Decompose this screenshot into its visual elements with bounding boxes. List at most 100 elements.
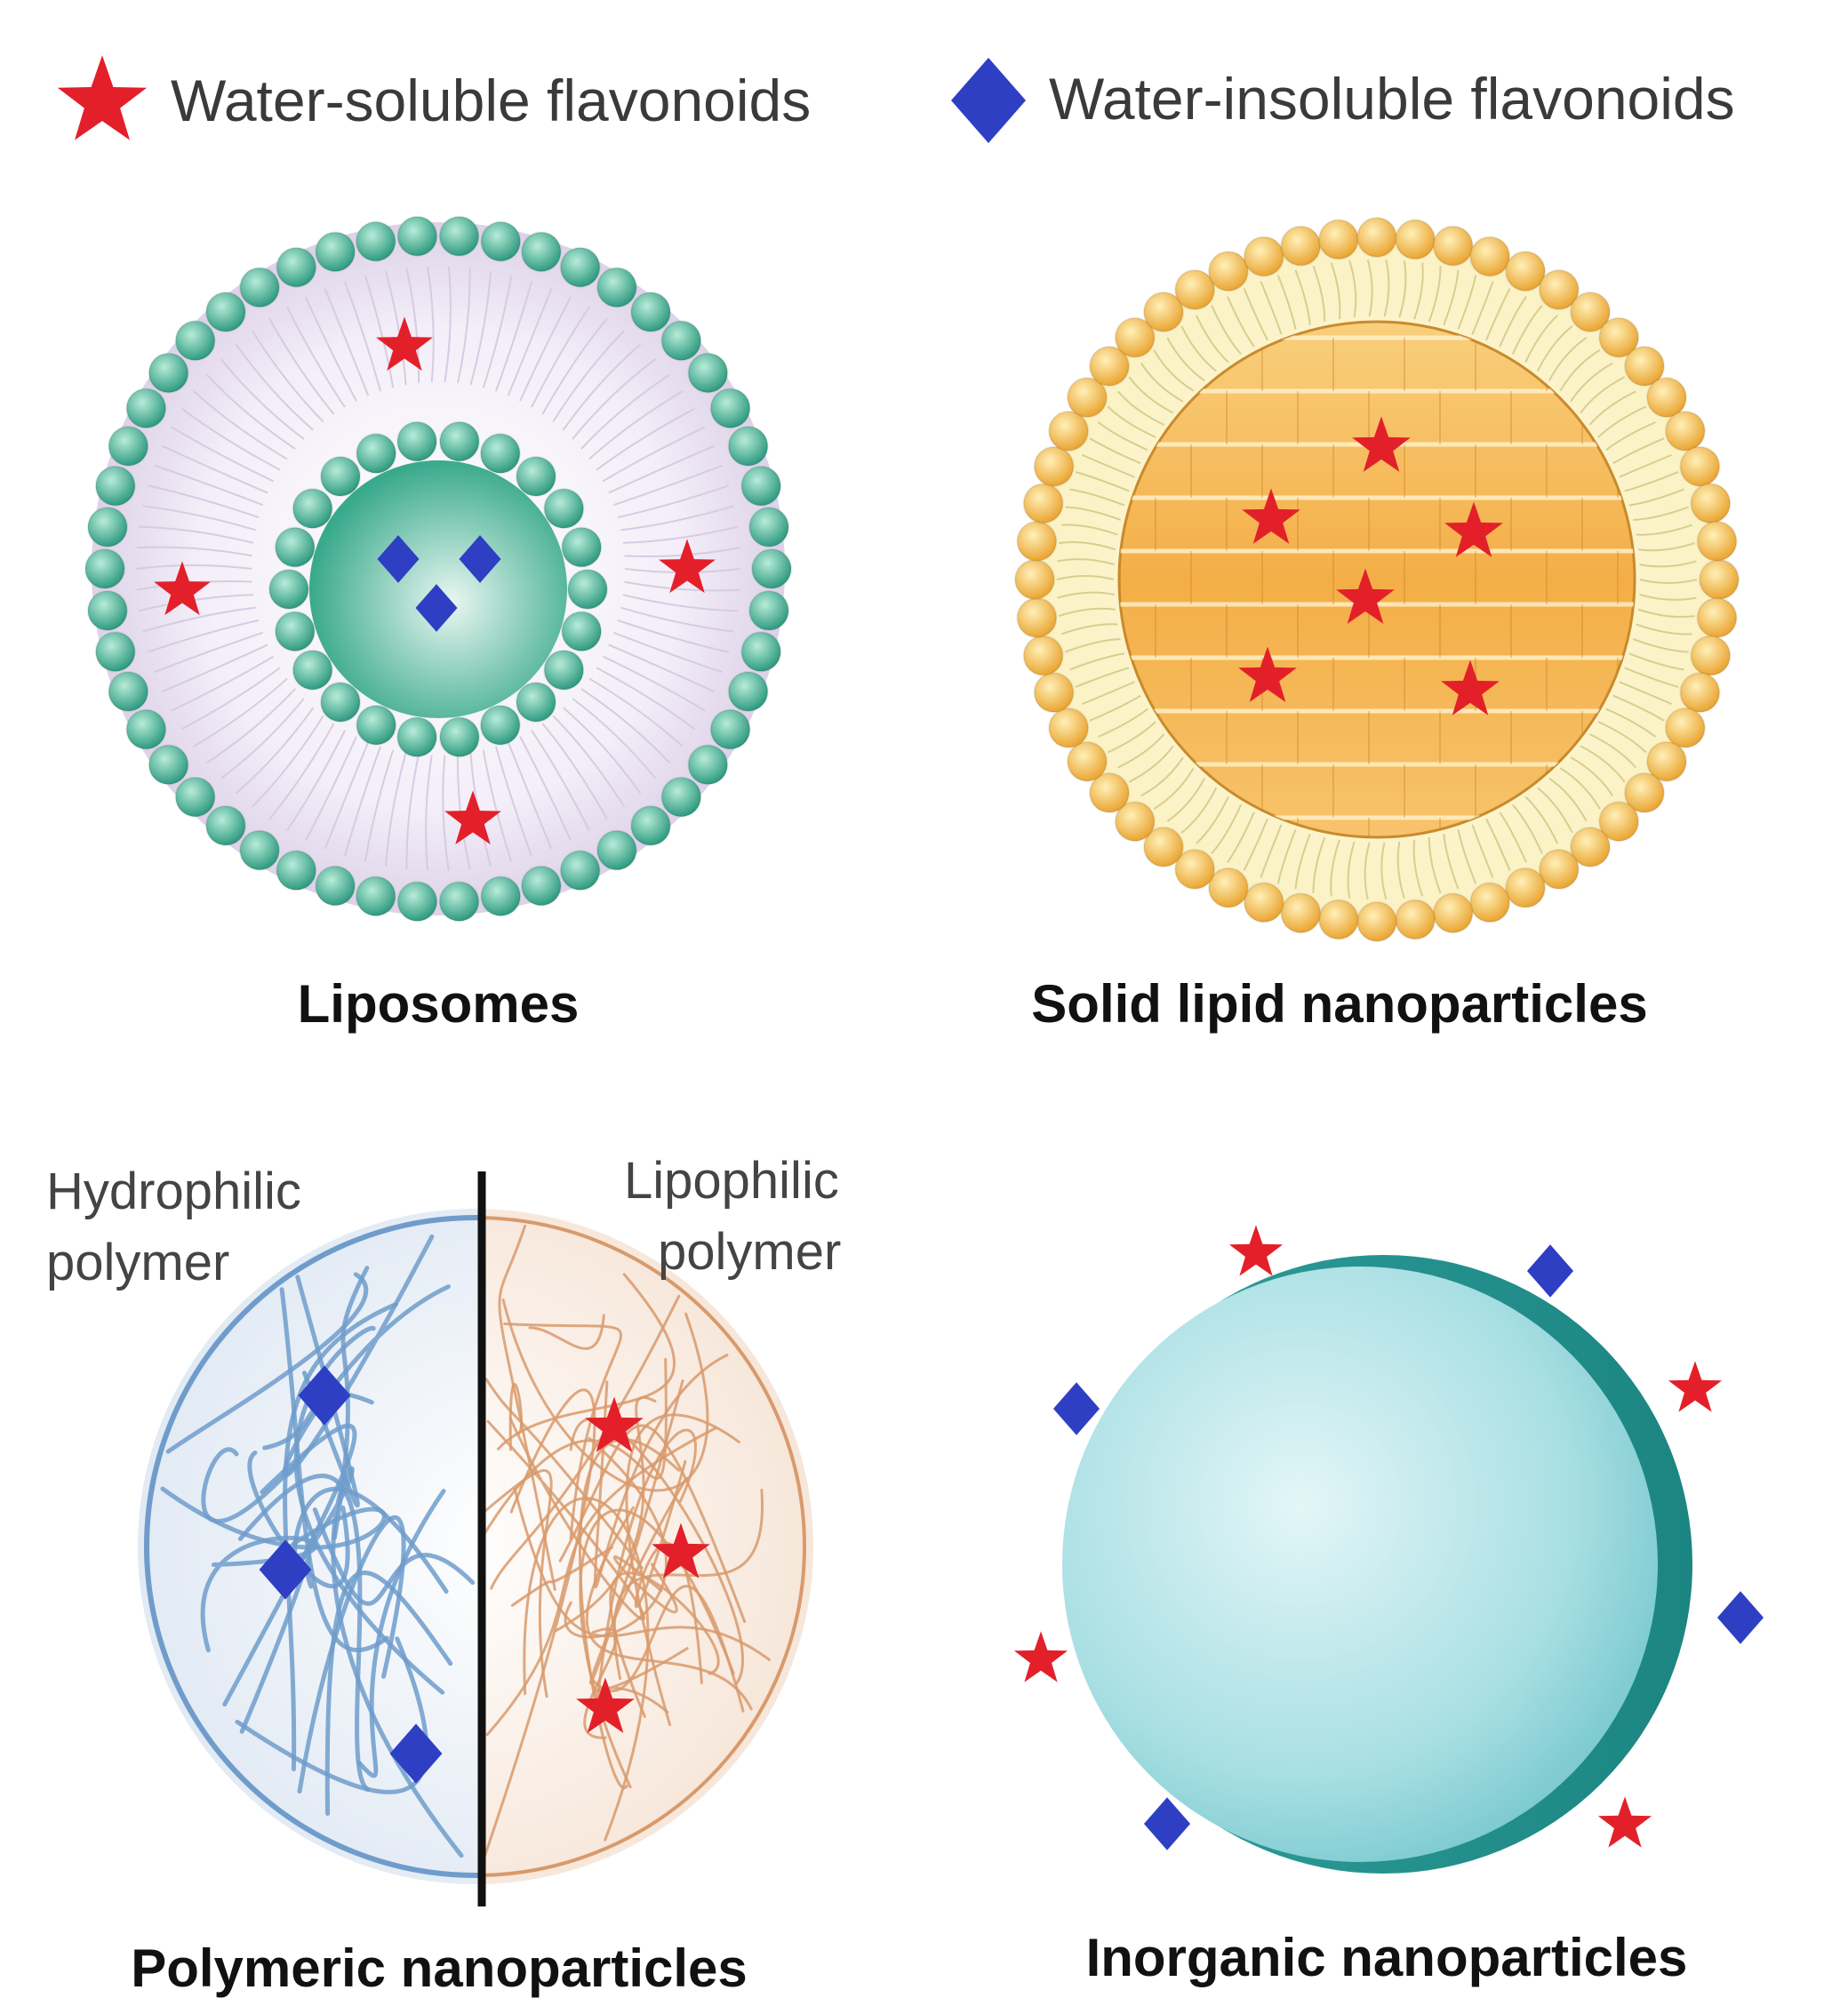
lipid-tail: [602, 655, 706, 712]
polymer-chain: [596, 1428, 697, 1706]
lipid-tail: [220, 698, 305, 779]
diamond-icon: [1716, 1591, 1764, 1644]
lipid-tail: [1639, 560, 1697, 568]
lipid-tail: [531, 730, 590, 831]
lipid-head-bead: [479, 433, 521, 475]
lipid-tail: [541, 317, 608, 415]
lipid-head-bead: [438, 881, 480, 923]
lipid-tail: [268, 317, 335, 415]
lipid-head-bead: [480, 220, 522, 262]
lipid-head-bead: [1432, 892, 1474, 934]
lipid-tail: [442, 755, 450, 871]
star-icon: [1668, 1361, 1723, 1412]
lipid-tail: [1570, 756, 1614, 796]
lipid-tail: [1330, 262, 1341, 320]
lipid-head-bead: [1469, 236, 1511, 277]
inorganic-title: Inorganic nanoparticles: [1086, 1928, 1688, 1987]
sln-solid-core: [1117, 320, 1636, 839]
lipid-tail: [562, 343, 642, 431]
lipid-tail: [1471, 824, 1494, 878]
lipid-tail: [1548, 777, 1588, 822]
lipid-tail: [1243, 818, 1268, 871]
lipid-tail: [251, 330, 324, 423]
lipid-head-bead: [396, 215, 438, 257]
lipid-head-bead: [516, 681, 557, 723]
polymer-chain: [279, 1287, 389, 1653]
lipid-head-bead: [274, 611, 316, 652]
sln-lipid-tails: [1056, 259, 1698, 900]
lipid-head-bead: [1317, 219, 1359, 260]
lipid-tail: [1636, 623, 1692, 635]
lipid-tail: [1499, 296, 1527, 348]
lipid-tail: [1089, 694, 1141, 722]
lipid-tail: [1380, 842, 1388, 900]
lipid-tail: [1471, 281, 1494, 335]
lipid-tail: [1330, 839, 1340, 897]
lipid-tail: [572, 358, 657, 440]
lipid-tail: [617, 619, 730, 653]
lipid-tail: [161, 444, 268, 494]
lipid-head-bead: [1016, 520, 1058, 562]
lipid-tail: [193, 677, 288, 747]
lipid-tail: [1059, 540, 1116, 551]
polymeric-diagram: Hydrophilic polymer Lipophilic polymer P…: [46, 1152, 841, 1998]
lipid-tail: [142, 606, 256, 633]
lipid-tail: [494, 746, 533, 857]
lipid-tail: [1383, 259, 1390, 317]
lipid-head-bead: [1048, 707, 1090, 749]
lipid-tail: [1580, 745, 1626, 783]
lipid-head-bead: [567, 569, 608, 610]
hydrophilic-polymer-chains: [144, 1215, 482, 1878]
lipid-head-bead: [1538, 269, 1580, 311]
lipid-tail: [613, 464, 723, 507]
lipid-head-bead: [319, 681, 361, 723]
lipid-tail: [1057, 558, 1115, 566]
polymer-chain: [609, 1571, 720, 1718]
liposome-lipid-tails: [135, 267, 741, 871]
lipid-head-bead: [94, 631, 136, 673]
lipid-tail: [482, 749, 513, 863]
lipid-tail: [588, 390, 684, 460]
lipid-head-bead: [1317, 899, 1359, 940]
lipid-head-bead: [148, 352, 189, 394]
lipid-tail: [541, 723, 608, 820]
lipid-head-bead: [516, 456, 557, 498]
polymer-chain: [497, 1273, 676, 1451]
polymer-chain: [588, 1379, 688, 1685]
lipid-head-bead: [1088, 345, 1130, 387]
lipid-tail: [324, 741, 370, 850]
lipid-tail: [1116, 390, 1164, 426]
lipid-head-bead: [596, 829, 637, 871]
polymer-chain: [165, 1272, 368, 1454]
lipid-tail: [1180, 787, 1218, 834]
lipid-head-bead: [1690, 483, 1732, 524]
lipid-tail: [343, 746, 382, 857]
lipid-tail: [1082, 681, 1135, 706]
liposome-diagram: Liposomes: [84, 215, 792, 1034]
lipid-head-bead: [687, 352, 729, 394]
lipid-head-bead: [1505, 251, 1547, 292]
lipid-tail: [1628, 488, 1684, 507]
lipid-head-bead: [438, 716, 480, 758]
lipid-head-bead: [239, 829, 281, 871]
lipid-head-bead: [1645, 377, 1687, 419]
lipid-tail: [1166, 778, 1206, 822]
lipid-head-bead: [1174, 848, 1216, 890]
lipid-tail: [286, 307, 346, 408]
lipid-tail: [519, 296, 572, 402]
lipid-tail: [136, 546, 252, 557]
lipid-tail: [1412, 839, 1424, 897]
hydrophilic-label-line1: Hydrophilic: [46, 1163, 301, 1220]
lipid-head-bead: [396, 881, 438, 923]
lipid-tail: [251, 715, 324, 808]
lipid-tail: [1612, 437, 1665, 465]
lipid-tail: [1075, 667, 1130, 688]
lipid-tail: [507, 288, 553, 396]
lipid-tail: [405, 754, 420, 870]
lipid-tail: [1227, 811, 1255, 863]
lipid-tail: [1128, 745, 1174, 783]
lipid-tail: [1428, 266, 1442, 323]
lipid-tail: [1588, 390, 1636, 426]
lipid-tail: [1153, 349, 1195, 392]
polymer-chain: [508, 1383, 524, 1451]
